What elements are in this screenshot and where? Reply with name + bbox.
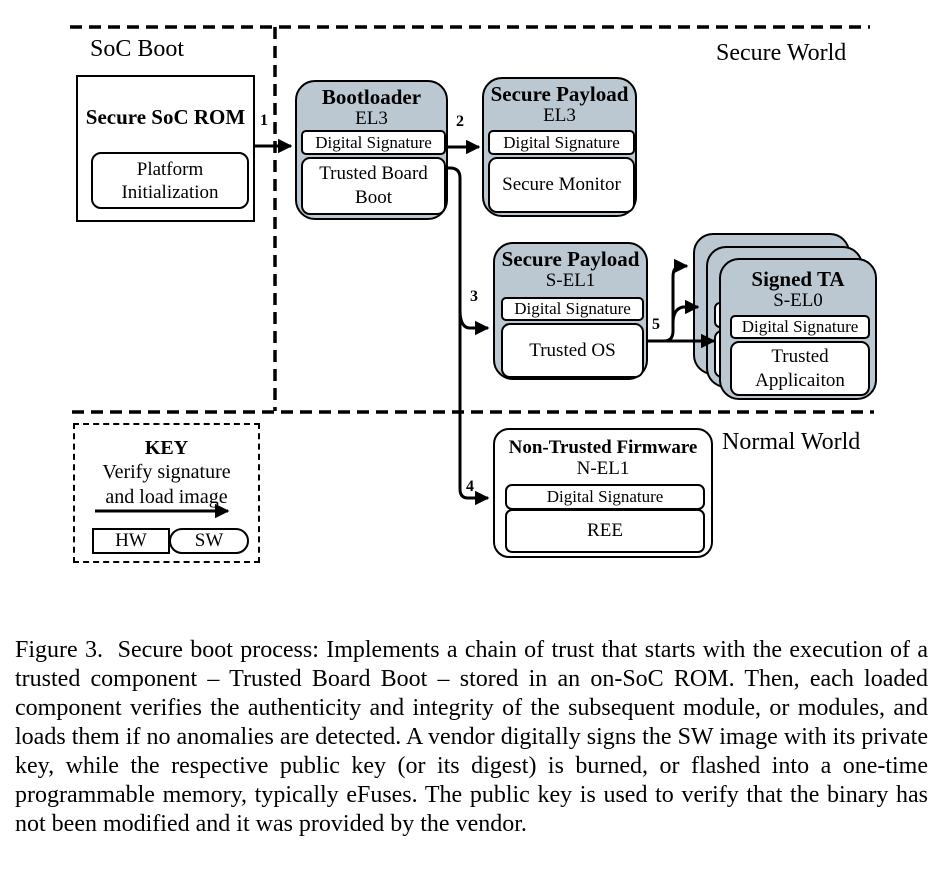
secure-payload-el3-card: Secure Payload EL3 Digital Signature Sec… xyxy=(482,77,637,217)
step-1-label: 1 xyxy=(260,112,268,129)
signed-ta-level: S-EL0 xyxy=(773,290,823,311)
ntf-digital-signature: Digital Signature xyxy=(505,484,705,510)
signed-ta-content-line2: Applicaiton xyxy=(755,369,845,391)
key-sw-box: SW xyxy=(169,528,249,554)
secure-boot-diagram: SoC Boot Secure World Normal World Secur… xyxy=(70,25,877,563)
key-legend-box: KEY Verify signature and load image HW S… xyxy=(73,423,260,563)
trusted-os-box: Trusted OS xyxy=(501,323,644,378)
signed-ta-card: Signed TA S-EL0 Digital Signature Truste… xyxy=(719,258,877,400)
rom-content-line2: Initialization xyxy=(121,181,219,203)
sp-el3-digital-signature: Digital Signature xyxy=(488,130,635,155)
sp-el3-title: Secure Payload xyxy=(490,82,629,106)
figure-caption: Figure 3. Secure boot process: Implement… xyxy=(15,637,928,837)
signed-ta-content-line1: Trusted xyxy=(771,345,829,367)
secure-payload-sel1-card: Secure Payload S-EL1 Digital Signature T… xyxy=(493,242,648,380)
step-3-label: 3 xyxy=(470,288,478,305)
secure-soc-rom-box: Secure SoC ROM Platform Initialization xyxy=(76,75,255,222)
arrow-step4-chain xyxy=(448,166,490,506)
platform-initialization-box: Platform Initialization xyxy=(91,152,249,209)
key-caption-line2: and load image xyxy=(105,486,228,508)
trusted-application-box: Trusted Applicaiton xyxy=(730,341,870,396)
key-hw-box: HW xyxy=(92,528,170,554)
arrow-step3 xyxy=(458,309,490,336)
secure-world-label: Secure World xyxy=(716,40,847,66)
ree-box: REE xyxy=(505,509,705,553)
step-4-label: 4 xyxy=(466,478,474,495)
soc-boot-label: SoC Boot xyxy=(90,36,185,62)
secure-monitor-box: Secure Monitor xyxy=(488,157,635,213)
step-2-label: 2 xyxy=(456,113,464,130)
signed-ta-digital-signature: Digital Signature xyxy=(730,315,870,339)
rom-content-line1: Platform xyxy=(136,158,204,180)
bootloader-level: EL3 xyxy=(355,108,388,129)
signed-ta-title: Signed TA xyxy=(751,267,845,291)
bootloader-content-line1: Trusted Board xyxy=(319,163,428,184)
key-title: KEY xyxy=(144,437,189,459)
bootloader-content-line2: Boot xyxy=(355,187,392,208)
sp-el3-level: EL3 xyxy=(543,105,576,126)
sp-sel1-level: S-EL1 xyxy=(545,270,596,291)
ntf-title: Non-Trusted Firmware xyxy=(508,437,698,458)
trusted-board-boot-box: Trusted Board Boot xyxy=(301,157,446,215)
normal-world-label: Normal World xyxy=(722,429,861,455)
non-trusted-firmware-card: Non-Trusted Firmware N-EL1 Digital Signa… xyxy=(493,428,713,558)
sp-sel1-title: Secure Payload xyxy=(501,247,640,271)
bootloader-digital-signature: Digital Signature xyxy=(301,130,446,155)
sp-sel1-digital-signature: Digital Signature xyxy=(501,297,644,321)
ntf-level: N-EL1 xyxy=(576,458,630,479)
step-5-label: 5 xyxy=(652,316,660,333)
bootloader-card: Bootloader EL3 Digital Signature Trusted… xyxy=(295,80,448,220)
key-caption-line1: Verify signature xyxy=(102,461,231,483)
bootloader-title: Bootloader xyxy=(321,85,422,109)
rom-title: Secure SoC ROM xyxy=(85,105,246,129)
arrow-step5-back xyxy=(663,258,689,343)
